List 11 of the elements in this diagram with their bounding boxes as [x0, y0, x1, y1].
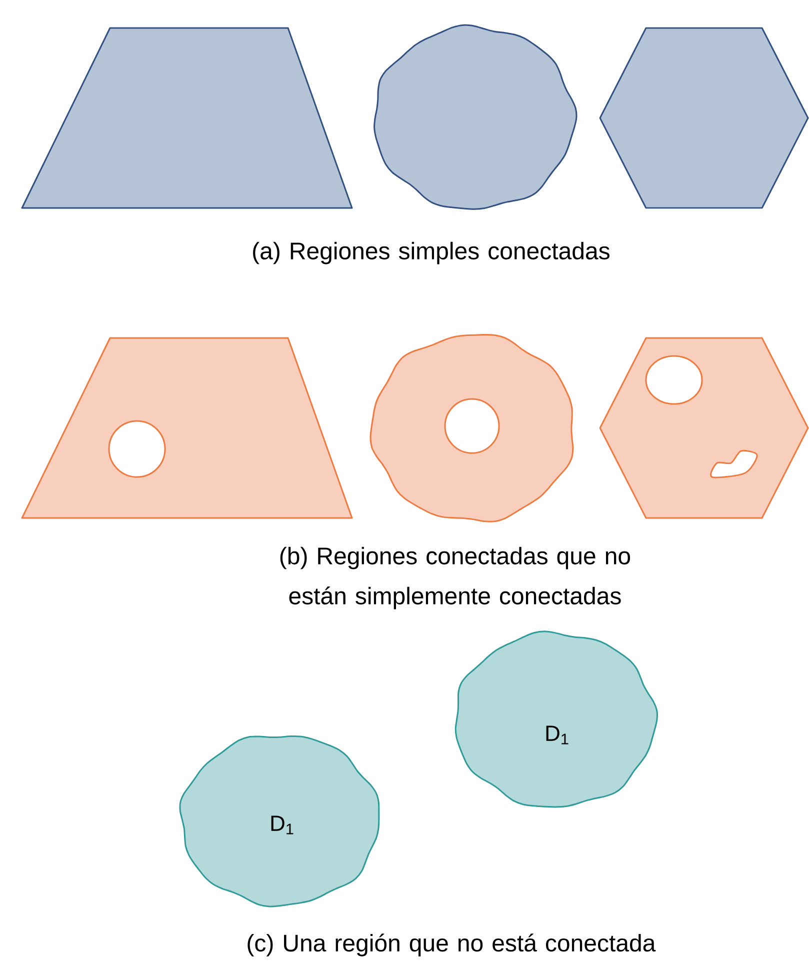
region-blob: D$_{1}$: [179, 736, 380, 908]
caption: (b) Regiones conectadas que no están simplemente conectadas: [280, 546, 630, 610]
trapezoid-region: [21, 27, 353, 209]
caption: (a) Regiones simples conectadas: [253, 242, 610, 264]
region-blob: D$_{1}$: [454, 630, 658, 808]
hexagon-region: [599, 337, 809, 519]
blob-region: [374, 24, 578, 210]
caption: (c) Una región que no está conectada: [248, 934, 656, 956]
blob-region: [370, 334, 574, 522]
hexagon-region: [599, 27, 809, 209]
trapezoid-region: [21, 337, 353, 519]
